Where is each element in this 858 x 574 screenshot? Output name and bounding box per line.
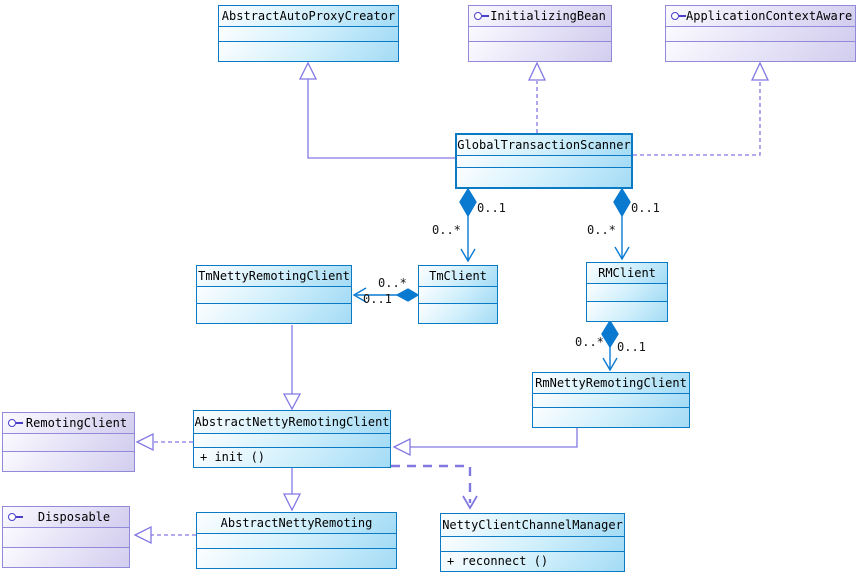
multiplicity-label: 0..1 (617, 340, 646, 354)
edge-abstractnettyclient-implements-remotingclient (135, 432, 193, 452)
edge-scanner-extends-proxycreator (298, 61, 455, 159)
interface-initializing-bean[interactable]: InitializingBean (468, 5, 612, 62)
class-name: TmClient (419, 266, 497, 287)
attributes-compartment (533, 394, 689, 408)
multiplicity-label: 0..* (378, 276, 407, 290)
class-name: AbstractNettyRemoting (197, 513, 396, 534)
class-abstract-netty-remoting-client[interactable]: AbstractNettyRemotingClient + init () (193, 410, 391, 468)
multiplicity-label: 0..1 (631, 201, 660, 215)
class-rm-netty-remoting-client[interactable]: RmNettyRemotingClient (532, 372, 690, 428)
class-abstract-netty-remoting[interactable]: AbstractNettyRemoting (196, 512, 397, 569)
operation-reconnect: + reconnect () (441, 552, 624, 571)
class-name: TmNettyRemotingClient (197, 266, 351, 287)
attributes-compartment (3, 528, 129, 548)
interface-lollipop-icon (7, 418, 23, 428)
interface-lollipop-icon (473, 11, 489, 21)
class-name: NettyClientChannelManager (441, 514, 624, 537)
attributes-compartment (587, 284, 667, 302)
edge-scanner-composes-tmclient (459, 187, 477, 263)
class-name: ApplicationContextAware (686, 9, 853, 23)
attributes-compartment (666, 27, 855, 42)
operations-compartment (219, 42, 398, 61)
interface-remoting-client[interactable]: RemotingClient (2, 412, 135, 472)
interface-disposable[interactable]: Disposable (2, 506, 130, 568)
operations-compartment (666, 42, 855, 61)
attributes-compartment (419, 287, 497, 304)
attributes-compartment (197, 287, 351, 304)
attributes-compartment (457, 156, 631, 168)
class-name: RMClient (587, 263, 667, 284)
operations-compartment (3, 548, 129, 567)
class-tm-client[interactable]: TmClient (418, 265, 498, 324)
operations-compartment (197, 304, 351, 323)
attributes-compartment (441, 537, 624, 552)
operations-compartment (533, 408, 689, 427)
edge-abstractnettyclient-uses-channelmanager (391, 464, 478, 510)
operations-compartment (197, 549, 396, 568)
multiplicity-label: 0..1 (477, 201, 506, 215)
multiplicity-label: 0..* (575, 335, 604, 349)
class-name: AbstractAutoProxyCreator (219, 6, 398, 27)
multiplicity-label: 0..1 (363, 292, 392, 306)
class-name: Disposable (37, 510, 111, 524)
class-name: AbstractNettyRemotingClient (194, 411, 390, 434)
attributes-compartment (194, 434, 390, 448)
edge-scanner-implements-contextaware (633, 61, 770, 156)
edge-abstractnettyremoting-implements-disposable (133, 525, 196, 545)
edge-rmclient-composes-rmnetty (601, 319, 619, 372)
edge-scanner-implements-initializingbean (527, 61, 547, 133)
operation-init: + init () (194, 448, 390, 467)
class-name: GlobalTransactionScanner (457, 135, 631, 156)
interface-lollipop-icon (7, 512, 23, 522)
class-global-transaction-scanner[interactable]: GlobalTransactionScanner (455, 133, 633, 189)
attributes-compartment (469, 27, 611, 42)
operations-compartment (3, 452, 134, 471)
attributes-compartment (219, 27, 398, 42)
attributes-compartment (197, 534, 396, 549)
class-name: InitializingBean (490, 9, 606, 23)
interface-lollipop-icon (670, 11, 686, 21)
multiplicity-label: 0..* (587, 223, 616, 237)
operations-compartment (587, 302, 667, 321)
class-rm-client[interactable]: RMClient (586, 262, 668, 322)
interface-application-context-aware[interactable]: ApplicationContextAware (665, 5, 856, 62)
class-netty-client-channel-manager[interactable]: NettyClientChannelManager + reconnect () (440, 513, 625, 572)
class-abstract-auto-proxy-creator[interactable]: AbstractAutoProxyCreator (218, 5, 399, 62)
class-tm-netty-remoting-client[interactable]: TmNettyRemotingClient (196, 265, 352, 324)
class-name: RemotingClient (25, 416, 128, 430)
multiplicity-label: 0..* (432, 223, 461, 237)
edge-tmnetty-extends-abstractnettyclient (282, 325, 302, 411)
operations-compartment (419, 304, 497, 323)
edge-rmnetty-extends-abstractnettyclient (392, 428, 578, 457)
operations-compartment (457, 168, 631, 187)
edge-abstractnettyclient-extends-abstractnettyremoting (282, 468, 302, 512)
operations-compartment (469, 42, 611, 61)
attributes-compartment (3, 434, 134, 452)
class-name: RmNettyRemotingClient (533, 373, 689, 394)
edge-scanner-composes-rmclient (613, 187, 631, 261)
